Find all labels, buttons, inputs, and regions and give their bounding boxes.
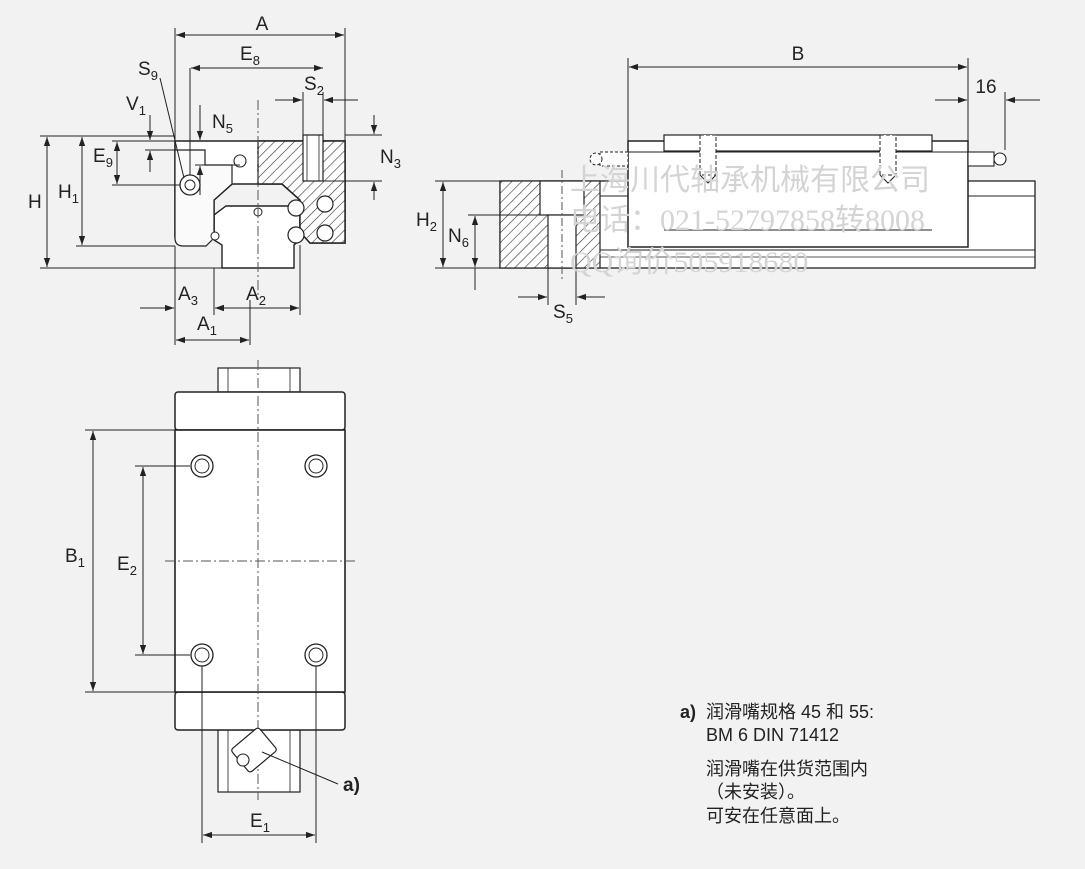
ball: [287, 199, 305, 217]
watermark: 上海川代轴承机械有限公司 电话：021-52797858转8008 QQ询价50…: [570, 164, 930, 279]
label-H: H: [28, 192, 42, 213]
ball: [316, 224, 334, 242]
front-view: [174, 100, 346, 300]
side-view: [499, 134, 1036, 280]
label-N6: N6: [448, 226, 469, 250]
label-E9: E9: [93, 146, 113, 170]
mounting-hole-icon: [190, 454, 214, 478]
label-B1: B1: [65, 546, 85, 570]
note-line-1: 润滑嘴规格 45 和 55:: [706, 702, 874, 722]
side-dimensions: B 16 H2 N6 S5: [416, 44, 1040, 326]
footnote: a) 润滑嘴规格 45 和 55: BM 6 DIN 71412 润滑嘴在供货范…: [680, 702, 874, 826]
label-N5: N5: [212, 112, 233, 136]
label-E1: E1: [250, 811, 270, 835]
top-view: [165, 360, 355, 800]
mounting-hole-icon: [190, 643, 214, 667]
label-H1: H1: [58, 182, 79, 206]
side-lube-nipple-icon: [967, 151, 1007, 167]
label-A2: A2: [246, 284, 266, 308]
note-marker: a): [680, 702, 696, 722]
mounting-thread: [302, 134, 324, 182]
label-A3: A3: [178, 284, 198, 308]
label-E2: E2: [117, 554, 137, 578]
watermark-qq: QQ询价505918680: [570, 246, 808, 279]
top-dimensions: B1 E2 E1 a): [65, 429, 360, 843]
ball: [287, 226, 305, 244]
label-E8: E8: [240, 44, 260, 68]
watermark-phone: 电话：021-52797858转8008: [570, 204, 925, 237]
label-N3: N3: [380, 147, 401, 171]
label-B: B: [792, 44, 805, 65]
note-line-3: 润滑嘴在供货范围内: [706, 759, 868, 779]
label-16: 16: [975, 77, 996, 98]
note-line-4: （未安装）。: [706, 782, 805, 802]
callout-a: a): [343, 775, 360, 796]
mounting-hole-icon: [304, 454, 328, 478]
label-S9: S9: [138, 59, 158, 83]
mounting-hole-icon: [304, 643, 328, 667]
note-line-2: BM 6 DIN 71412: [706, 725, 839, 745]
end-seal-top: [174, 391, 346, 431]
side-carriage: [627, 140, 969, 248]
top-lube-nipple-icon: [231, 727, 277, 773]
lube-nipple-icon: [179, 174, 201, 196]
note-line-5: 可安在任意面上。: [706, 806, 850, 826]
label-A1: A1: [197, 314, 217, 338]
ball: [316, 195, 334, 213]
end-seal-bottom: [174, 691, 346, 731]
watermark-company: 上海川代轴承机械有限公司: [570, 164, 930, 197]
label-S5: S5: [553, 302, 573, 326]
label-S2: S2: [304, 74, 324, 98]
label-H2: H2: [416, 210, 437, 234]
front-dimensions: A E8 S9 V1 N5 S2 N3 E9: [28, 14, 401, 345]
label-A: A: [256, 14, 269, 35]
label-V1: V1: [126, 94, 146, 118]
